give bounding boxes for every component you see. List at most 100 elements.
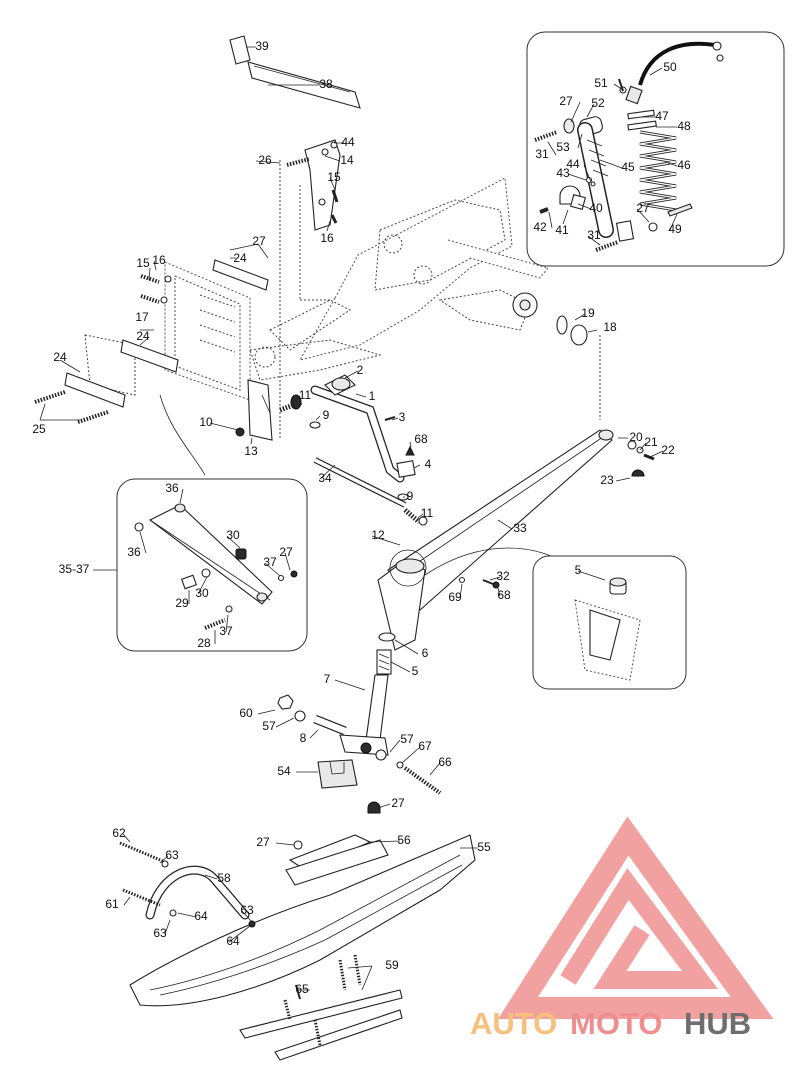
- part-label: 27: [252, 234, 266, 248]
- part-label: 44: [341, 135, 355, 149]
- part-label: 27: [256, 835, 270, 849]
- watermark-wordmark: AUTO MOTO HUB: [470, 1006, 751, 1041]
- part-label: 9: [407, 489, 414, 503]
- part-label: 3: [399, 410, 406, 424]
- part-label: 36: [165, 481, 179, 495]
- part-label: 64: [194, 909, 208, 923]
- steering-arm: [309, 374, 428, 526]
- part-label: 52: [591, 96, 605, 110]
- part-label: 34: [318, 471, 332, 485]
- shock-absorber-inset: [526, 31, 785, 267]
- part-label: 13: [244, 444, 258, 458]
- part-label: 37: [219, 624, 233, 638]
- part-label: 44: [566, 157, 580, 171]
- part-label: 19: [581, 306, 595, 320]
- part-label: 45: [621, 160, 635, 174]
- part-label: 25: [32, 422, 46, 436]
- part-label: 61: [105, 897, 119, 911]
- part-label: 62: [112, 826, 126, 840]
- swing-arm-33: [377, 315, 655, 651]
- part-label: 57: [400, 732, 414, 746]
- part-label: 22: [661, 443, 675, 457]
- part-label: 11: [299, 388, 312, 402]
- part-label: 15: [327, 170, 341, 184]
- part-label: 31: [535, 147, 549, 161]
- part-label: 4: [425, 457, 432, 471]
- part-label: 63: [240, 903, 254, 917]
- part-label: 58: [217, 871, 231, 885]
- part-label: 36: [127, 545, 141, 559]
- part-label: 68: [497, 588, 511, 602]
- part-label: 38: [319, 77, 333, 91]
- part-label: 16: [320, 231, 334, 245]
- detail-callout: [389, 547, 687, 690]
- part-label: 67: [418, 739, 432, 753]
- bracket-13: [235, 379, 303, 441]
- watermark-text-hub: HUB: [684, 1006, 751, 1041]
- part-label: 49: [668, 222, 682, 236]
- part-label: 69: [448, 590, 462, 604]
- chassis-frame: [84, 160, 601, 440]
- part-label: 7: [324, 672, 331, 686]
- leader-lines: [39, 46, 678, 991]
- part-label: 24: [136, 329, 150, 343]
- part-label: 20: [629, 430, 643, 444]
- part-label: 5: [575, 563, 582, 577]
- part-label: 50: [663, 60, 677, 74]
- part-label: 47: [655, 109, 669, 123]
- part-label: 43: [556, 166, 570, 180]
- part-label: 18: [603, 320, 617, 334]
- bracket-14: [286, 139, 341, 231]
- part-label: 35-37: [59, 562, 90, 576]
- part-label: 31: [587, 228, 601, 242]
- plates-24: [34, 259, 269, 424]
- part-label: 32: [496, 569, 510, 583]
- watermark-text-moto: MOTO: [570, 1006, 662, 1041]
- part-label: 24: [233, 251, 247, 265]
- part-label: 37: [263, 555, 277, 569]
- part-label: 27: [391, 796, 405, 810]
- part-label: 57: [262, 719, 276, 733]
- part-label: 12: [371, 528, 385, 542]
- part-label: 68: [414, 432, 428, 446]
- part-label: 59: [385, 958, 399, 972]
- part-label: 63: [165, 848, 179, 862]
- part-label: 65: [295, 982, 309, 996]
- part-label: 5: [412, 664, 419, 678]
- part-label: 33: [513, 521, 527, 535]
- part-label: 16: [152, 253, 166, 267]
- part-label: 17: [135, 310, 149, 324]
- part-label: 15: [136, 256, 150, 270]
- part-label: 30: [226, 528, 240, 542]
- spring-46: [639, 130, 677, 212]
- watermark-logo: [497, 816, 774, 1019]
- part-label: 10: [199, 415, 213, 429]
- part-label: 27: [636, 201, 650, 215]
- part-label: 46: [677, 158, 691, 172]
- part-label: 56: [397, 833, 411, 847]
- spindle: [277, 632, 442, 795]
- part-label: 42: [533, 220, 547, 234]
- part-label: 41: [555, 223, 569, 237]
- part-label: 8: [300, 731, 307, 745]
- part-label: 27: [559, 94, 573, 108]
- part-label: 6: [422, 646, 429, 660]
- part-label: 27: [279, 545, 293, 559]
- part-label: 2: [357, 363, 364, 377]
- part-label: 11: [421, 506, 434, 520]
- part-label: 40: [589, 201, 603, 215]
- part-label: 55: [477, 840, 491, 854]
- swing-link-inset: [116, 394, 308, 652]
- part-label: 30: [195, 586, 209, 600]
- part-label: 28: [197, 636, 211, 650]
- part-label: 63: [153, 926, 167, 940]
- part-label: 66: [438, 755, 452, 769]
- part-label: 48: [677, 119, 691, 133]
- watermark-text-auto: AUTO: [470, 1006, 557, 1041]
- part-label: 60: [239, 706, 253, 720]
- part-label: 51: [594, 76, 608, 90]
- part-label: 23: [600, 473, 614, 487]
- part-label: 53: [556, 140, 570, 154]
